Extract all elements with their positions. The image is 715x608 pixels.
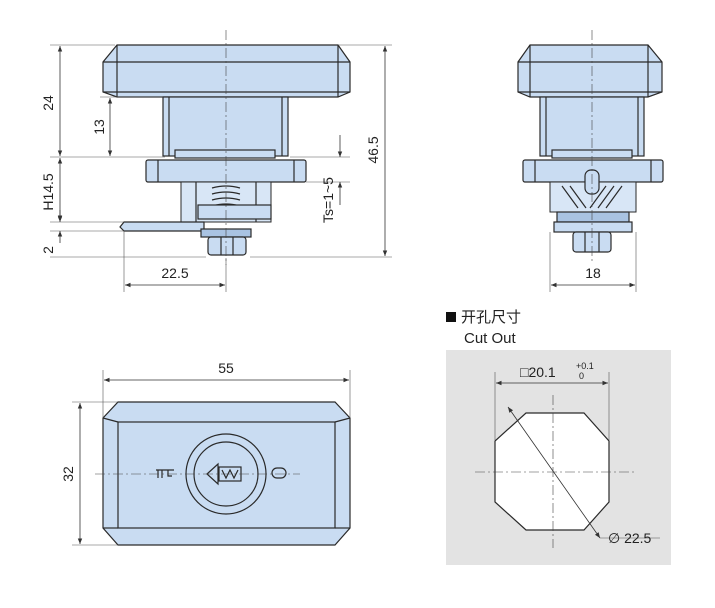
dim-label-tol-plus: +0.1	[576, 361, 594, 371]
dim-label-front-width: 55	[218, 360, 234, 376]
dim-line-diameter	[507, 406, 601, 539]
front-elevation-view: 24 13 H14.5 2 22.5 Ts=1~5 46.5	[40, 30, 392, 292]
lock-symbol-icon	[271, 467, 287, 479]
lock-cap	[102, 44, 351, 98]
dim-label-top-height: 24	[40, 95, 56, 111]
top-view: 55 32	[60, 360, 351, 546]
cam-screw	[207, 236, 247, 256]
lock-nut	[197, 204, 272, 220]
dim-label-cam-thickness: 2	[40, 246, 56, 254]
dim-label-side-width: 18	[585, 265, 601, 281]
cutout-title-cn: 开孔尺寸	[461, 309, 521, 326]
dim-label-cap-step: 13	[91, 119, 107, 135]
dim-label-front-height: 32	[60, 466, 76, 482]
side-cam	[553, 221, 633, 233]
cutout-hole	[494, 412, 610, 531]
legend-square-icon	[446, 312, 456, 322]
dim-label-panel-thickness: Ts=1~5	[320, 177, 336, 223]
dim-label-overall-height: 46.5	[365, 136, 381, 163]
side-view: 18	[517, 30, 664, 292]
left-extension-lines	[50, 44, 206, 258]
lock-body	[162, 96, 289, 157]
lock-collar	[174, 149, 276, 159]
dim-label-flange-height: H14.5	[40, 173, 56, 211]
side-nut	[556, 211, 630, 223]
side-cap	[517, 44, 663, 98]
dim-label-square-size: □20.1	[520, 364, 556, 380]
lock-cam	[119, 221, 205, 232]
dim-label-cam-length: 22.5	[161, 265, 188, 281]
cutout-section: 开孔尺寸 Cut Out □20.1 +0.1 0 ∅ 22.5	[446, 309, 671, 565]
cutout-title-en: Cut Out	[464, 330, 517, 347]
dim-label-tol-minus: 0	[579, 371, 584, 381]
dim-label-diameter: ∅ 22.5	[608, 530, 652, 546]
